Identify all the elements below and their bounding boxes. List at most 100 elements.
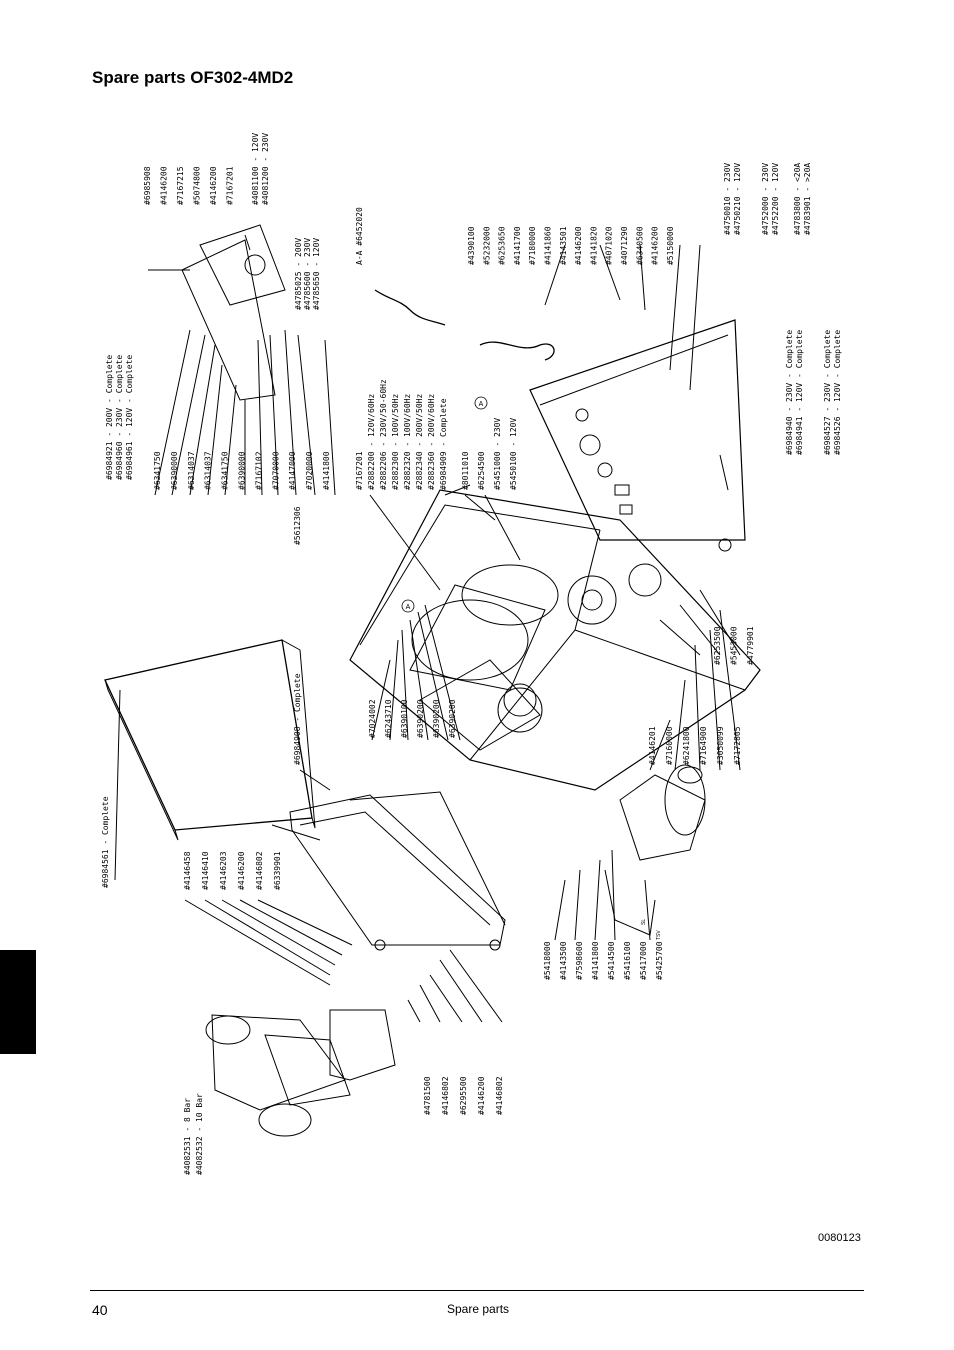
part-number-label: #6984921 - 200V - Complete <box>105 355 114 480</box>
part-number-label: #4783800 - <20A <box>793 163 802 235</box>
part-number-label: #6314037 <box>204 451 213 490</box>
part-number-label: #6984940 - 230V - Complete <box>785 330 794 455</box>
part-number-label: #4146458 <box>183 851 192 890</box>
part-number-label: #6253500 <box>713 626 722 665</box>
part-number-label: #4081200 - 230V <box>261 133 270 205</box>
part-number-label: #6984960 - 230V - Complete <box>115 355 124 480</box>
part-number-label: #6984941 - 120V - Complete <box>795 330 804 455</box>
part-number-label: #4390100 <box>467 226 476 265</box>
part-number-label: #4081100 - 120V <box>251 133 260 205</box>
part-number-label: #4752000 - 230V <box>761 163 770 235</box>
part-number-label: #7160000 <box>665 726 674 765</box>
part-number-label: #7167201 <box>355 451 364 490</box>
part-number-label: #6984909 - Complete <box>439 398 448 490</box>
part-number-label: #4146200 <box>160 166 169 205</box>
part-number-label: #2882206 - 230V/50-60Hz <box>379 379 388 490</box>
document-number: 0080123 <box>818 1232 861 1244</box>
part-number-label: #4750210 - 120V <box>733 163 742 235</box>
part-number-label: #6314037 <box>187 451 196 490</box>
part-number-label: #7172805 <box>733 726 742 765</box>
part-number-label: #6984961 - 120V - Complete <box>125 355 134 480</box>
part-number-label: #6984908 - Complete <box>293 673 302 765</box>
part-number-label: #6295500 <box>459 1076 468 1115</box>
part-number-label: #6390200 <box>416 699 425 738</box>
part-number-label: #5416100 <box>623 941 632 980</box>
part-number-label: #5418000 <box>543 941 552 980</box>
part-number-label: #4146201 <box>648 726 657 765</box>
part-number-label: #6339901 <box>273 851 282 890</box>
part-number-label: #2882320 - 100V/60Hz <box>403 393 412 490</box>
part-number-label: #7070000 <box>271 451 280 490</box>
part-number-label: #4783901 - >20A <box>803 163 812 235</box>
part-number-label: A-A #6452020 <box>355 207 364 265</box>
part-number-label: #7598600 <box>575 941 584 980</box>
page-title: Spare parts OF302-4MD2 <box>92 68 294 87</box>
part-number-label: #5425700 <box>655 941 664 980</box>
part-number-label: #6254500 <box>477 451 486 490</box>
part-number-label: #6984527 - 230V - Complete <box>823 330 832 455</box>
part-number-label: #4143501 <box>559 226 568 265</box>
part-number-label: #4146200 <box>209 166 218 205</box>
part-number-label: #7024002 <box>368 699 377 738</box>
part-number-label: #4146203 <box>219 851 228 890</box>
part-number-label: #7167201 <box>226 166 235 205</box>
part-number-label: #6390000 <box>238 451 247 490</box>
part-number-label: #4785600 - 230V <box>303 238 312 310</box>
part-number-label: #7167215 <box>176 166 185 205</box>
part-number-label: #3050099 <box>716 726 725 765</box>
part-number-label: #7020000 <box>305 451 314 490</box>
part-number-label: #4141800 <box>591 941 600 980</box>
tsv-mark: TSV <box>656 930 662 940</box>
part-number-label: #4082531 - 8 Bar <box>183 1098 192 1175</box>
part-number-label: #5414500 <box>607 941 616 980</box>
part-number-label: #6243710 <box>384 699 393 738</box>
part-number-label: #5232000 <box>482 226 491 265</box>
part-number-label: #4146802 <box>441 1076 450 1115</box>
callout-a-marker: A <box>479 401 484 408</box>
part-number-label: #5451000 - 230V <box>493 418 502 490</box>
part-number-label: #5453000 <box>730 626 739 665</box>
part-number-label: #8011010 <box>461 451 470 490</box>
part-number-label: #4785025 - 200V <box>294 238 303 310</box>
part-number-label: #4750010 - 230V <box>723 163 732 235</box>
part-number-label: #6341750 <box>221 451 230 490</box>
part-number-label: #2882200 - 120V/60Hz <box>367 393 376 490</box>
callout-a-marker: A <box>406 604 411 611</box>
page-number: 40 <box>92 1302 108 1318</box>
part-number-label: #4143500 <box>559 941 568 980</box>
part-number-label: #5150000 <box>666 226 675 265</box>
part-number-label: #5074800 <box>193 166 202 205</box>
part-number-label: #6340500 <box>635 226 644 265</box>
part-number-label: #4141820 <box>589 226 598 265</box>
part-number-label: #4141700 <box>513 226 522 265</box>
part-number-label: #6341750 <box>153 451 162 490</box>
part-number-label: #7164900 <box>699 726 708 765</box>
part-number-label: #6241800 <box>682 726 691 765</box>
part-number-label: #4781500 <box>423 1076 432 1115</box>
part-number-label: #6390200 <box>432 699 441 738</box>
part-number-label: #4146200 <box>477 1076 486 1115</box>
part-number-label: #7167102 <box>254 451 263 490</box>
part-number-label: #4785650 - 120V <box>312 238 321 310</box>
part-number-label: #4071020 <box>605 226 614 265</box>
part-number-label: #6390200 <box>448 699 457 738</box>
part-number-label: #4146802 <box>495 1076 504 1115</box>
part-number-label: #5417000 <box>639 941 648 980</box>
part-number-label: #4082532 - 10 Bar <box>195 1093 204 1175</box>
part-number-label: #4146200 <box>237 851 246 890</box>
part-number-label: #4752200 - 120V <box>771 163 780 235</box>
part-number-label: #4147000 <box>288 451 297 490</box>
part-number-label: #4146410 <box>201 851 210 890</box>
part-number-label: #5450100 - 120V <box>509 418 518 490</box>
part-number-label: #2882360 - 200V/60Hz <box>427 393 436 490</box>
part-number-label: #6390000 <box>170 451 179 490</box>
section-name: Spare parts <box>447 1302 510 1316</box>
part-number-label: #4146200 <box>574 226 583 265</box>
section-tab-marker <box>0 950 36 1054</box>
part-number-label: #6390100 <box>400 699 409 738</box>
part-number-label: #5612306 <box>293 506 302 545</box>
part-number-label: #7180000 <box>528 226 537 265</box>
sl-mark: SL <box>641 919 647 925</box>
part-number-label: #4146200 <box>651 226 660 265</box>
